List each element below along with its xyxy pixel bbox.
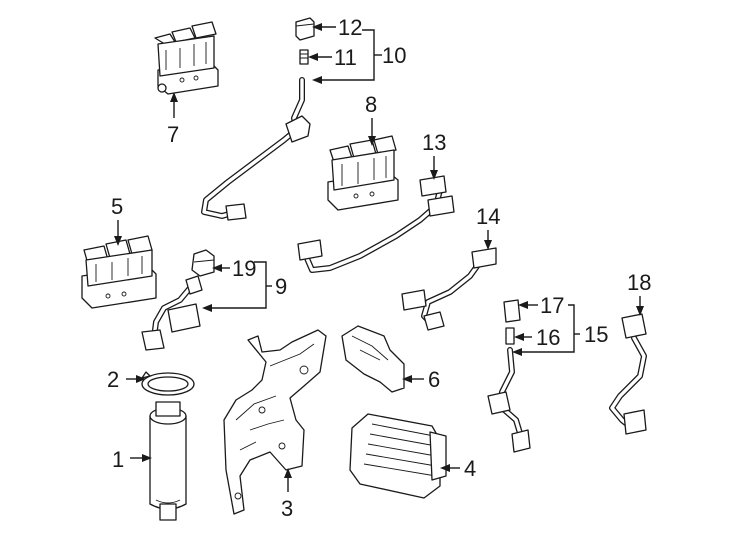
pressure-line-15 [487, 347, 531, 453]
callout-6: 6 [428, 367, 440, 392]
callout-3: 3 [281, 496, 293, 521]
air-reservoir-1 [149, 401, 187, 521]
mount-bracket-6 [341, 325, 405, 393]
callout-5: 5 [111, 194, 123, 219]
pressure-line-9 [141, 275, 203, 351]
callout-19: 19 [232, 256, 256, 281]
callout-13: 13 [422, 130, 446, 155]
valve-block-7 [154, 21, 219, 95]
pressure-line-10 [201, 77, 311, 221]
callout-1: 1 [112, 447, 124, 472]
callout-labels: 1 2 3 4 5 6 7 8 9 10 11 12 13 14 15 16 1… [107, 15, 651, 521]
fitting-12 [295, 17, 315, 41]
leader-lines [114, 23, 644, 492]
mounting-bracket-3 [223, 329, 327, 515]
pressure-line-13 [297, 175, 455, 273]
callout-2: 2 [107, 367, 119, 392]
callout-4: 4 [464, 456, 476, 481]
callout-11: 11 [334, 45, 357, 70]
callout-10: 10 [382, 43, 406, 68]
callout-8: 8 [365, 92, 377, 117]
pressure-line-14 [401, 247, 497, 331]
pressure-line-18 [609, 313, 647, 435]
ring-clamp-2 [141, 371, 195, 396]
callout-7: 7 [167, 122, 179, 147]
callout-18: 18 [627, 270, 651, 295]
callout-17: 17 [540, 293, 564, 318]
callout-9: 9 [275, 274, 287, 299]
valve-block-5 [81, 235, 157, 309]
callout-12: 12 [338, 15, 362, 40]
compressor-4 [349, 413, 447, 499]
fitting-17 [503, 299, 521, 323]
fitting-11 [299, 49, 309, 65]
valve-block-8 [327, 135, 399, 211]
fitting-16 [505, 327, 515, 345]
callout-15: 15 [584, 322, 608, 347]
callout-16: 16 [536, 325, 560, 350]
fitting-19 [191, 249, 215, 277]
callout-14: 14 [476, 204, 500, 229]
